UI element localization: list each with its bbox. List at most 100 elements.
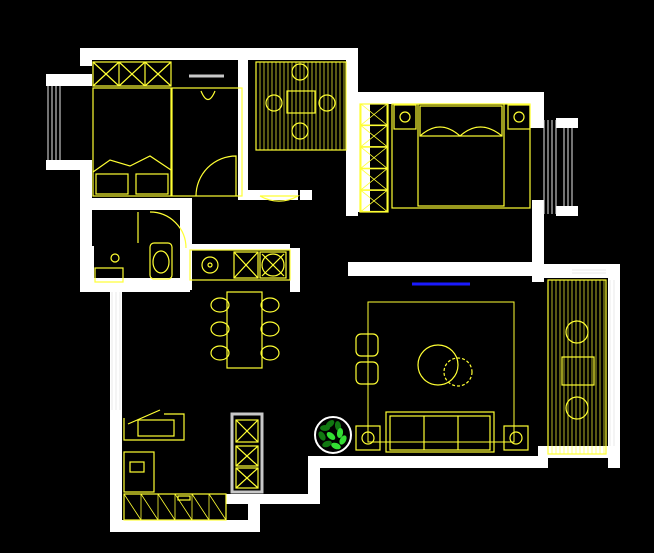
double-bed — [391, 103, 531, 209]
nightstand — [507, 104, 531, 130]
chair — [318, 94, 336, 112]
wall-segment — [556, 206, 578, 216]
wood-floor — [547, 279, 607, 455]
door-swing-icon — [195, 155, 237, 197]
fridge — [230, 412, 264, 494]
wall-segment — [238, 60, 248, 200]
wall-segment — [532, 200, 544, 282]
master-bedroom — [359, 103, 531, 213]
counter — [189, 249, 291, 281]
twin-bed — [92, 87, 172, 197]
counter — [123, 451, 155, 493]
leaf — [318, 431, 326, 441]
lamp-icon — [509, 431, 523, 445]
wall-segment — [46, 160, 92, 170]
wall-segment — [318, 456, 548, 468]
wall-segment — [80, 160, 92, 292]
kitchenette — [123, 409, 264, 521]
wall-segment — [300, 190, 312, 200]
mattress — [417, 103, 505, 207]
lamp-icon — [399, 111, 411, 123]
wall-segment — [80, 48, 358, 60]
chair — [260, 297, 280, 313]
coffee-table — [417, 344, 459, 386]
leaf — [336, 428, 344, 438]
stove-icon — [259, 251, 287, 279]
dining-table — [226, 291, 263, 369]
living-room — [355, 282, 529, 453]
side-table — [443, 357, 473, 387]
chair — [260, 321, 280, 337]
sink-icon — [201, 256, 219, 274]
chair — [210, 321, 230, 337]
hanger-icon — [200, 90, 216, 101]
leaf — [339, 435, 347, 445]
washing-machine — [94, 267, 124, 283]
chair — [565, 396, 589, 420]
bathroom — [94, 211, 187, 283]
chair — [260, 345, 280, 361]
chair — [565, 320, 589, 344]
chair — [291, 122, 309, 140]
wall-segment — [530, 92, 544, 128]
wall-segment — [348, 262, 544, 276]
wall-segment — [540, 264, 620, 278]
end-table — [355, 425, 381, 451]
armchair — [355, 333, 379, 357]
side-table — [561, 356, 595, 386]
wall-segment — [46, 74, 92, 86]
pillow — [419, 126, 503, 137]
wall-segment — [110, 520, 260, 532]
leaf — [325, 420, 335, 428]
wall-segment — [308, 456, 320, 504]
nightstand — [393, 104, 417, 130]
wall-segment — [538, 446, 620, 458]
wall-segment — [190, 244, 290, 250]
sofa — [385, 411, 495, 453]
dining-table — [286, 90, 316, 114]
duvet-fold — [92, 155, 172, 173]
chair — [210, 345, 230, 361]
armchair — [355, 361, 379, 385]
rug — [367, 301, 515, 443]
dining-room-top — [255, 61, 347, 151]
end-table — [503, 425, 529, 451]
leaf — [322, 440, 332, 448]
chair — [210, 297, 230, 313]
dining-set — [210, 291, 280, 369]
walls — [46, 48, 620, 532]
wall-segment — [92, 246, 94, 280]
lamp-icon — [361, 431, 375, 445]
chair — [291, 63, 309, 81]
door-swing-icon — [149, 211, 187, 249]
wall-segment — [226, 494, 310, 504]
wall-segment — [556, 118, 578, 128]
counter — [123, 413, 185, 441]
wall-segment — [92, 198, 190, 210]
windows — [47, 86, 615, 446]
wardrobe — [171, 87, 243, 197]
plant-icon — [314, 416, 352, 454]
kitchen-top-left — [92, 61, 301, 202]
wall-segment — [346, 60, 358, 216]
wall-segment — [346, 92, 544, 104]
door-swing-icon — [259, 195, 301, 202]
floor-drain-icon — [110, 253, 120, 263]
wall-segment — [80, 278, 190, 292]
kitchen-counter — [189, 249, 291, 281]
leaf — [326, 432, 336, 440]
wall-segment — [80, 48, 92, 66]
wall-segment — [290, 248, 300, 292]
lamp-icon — [513, 111, 525, 123]
leaf — [331, 442, 341, 450]
wall-segment — [110, 410, 122, 532]
chair — [265, 94, 283, 112]
wall-segment — [248, 190, 298, 200]
toilet — [149, 242, 173, 280]
upper-cabinets — [92, 61, 172, 87]
balcony — [547, 279, 607, 455]
sink-icon — [129, 461, 145, 473]
wood-floor — [255, 61, 347, 151]
wall-segment — [248, 500, 260, 532]
